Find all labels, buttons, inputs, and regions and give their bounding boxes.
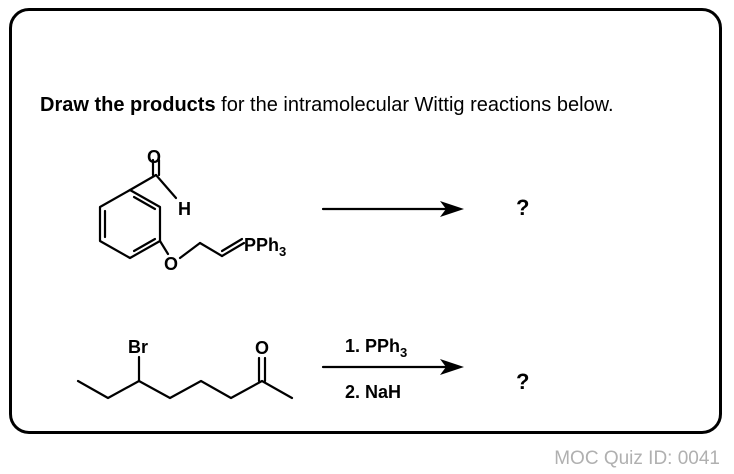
ether-chain bbox=[158, 237, 246, 260]
prompt-rest: for the intramolecular Wittig reactions … bbox=[215, 94, 614, 116]
quiz-id-footer: MOC Quiz ID: 0041 bbox=[554, 448, 720, 469]
product-placeholder-1: ? bbox=[516, 195, 529, 220]
benzene-ring bbox=[98, 188, 162, 260]
arrow-head-2 bbox=[440, 359, 464, 375]
bromine-label: Br bbox=[128, 337, 148, 357]
ketone-oxygen-label: O bbox=[255, 338, 269, 358]
reagent-step-1: 1. PPh3 bbox=[345, 336, 407, 360]
aldehyde-group bbox=[128, 158, 178, 200]
prompt-bold: Draw the products bbox=[40, 94, 216, 116]
ylide-label: PPh3 bbox=[244, 235, 286, 259]
arrow-head-1 bbox=[440, 201, 464, 217]
ylide-subscript: 3 bbox=[279, 244, 286, 259]
ether-oxygen-label: O bbox=[164, 254, 178, 274]
reagent-step-2: 2. NaH bbox=[345, 382, 401, 402]
product-placeholder-2: ? bbox=[516, 369, 529, 394]
reagent-step-1-text: 1. PPh bbox=[345, 336, 400, 356]
reagent-step-1-subscript: 3 bbox=[400, 345, 407, 360]
ylide-text: PPh bbox=[244, 235, 279, 255]
aldehyde-hydrogen-label: H bbox=[178, 199, 191, 219]
question-prompt: Draw the products for the intramolecular… bbox=[40, 94, 614, 117]
quiz-card bbox=[9, 8, 722, 434]
bromoketone-chain bbox=[76, 355, 294, 400]
carbonyl-oxygen-label: O bbox=[147, 147, 161, 167]
